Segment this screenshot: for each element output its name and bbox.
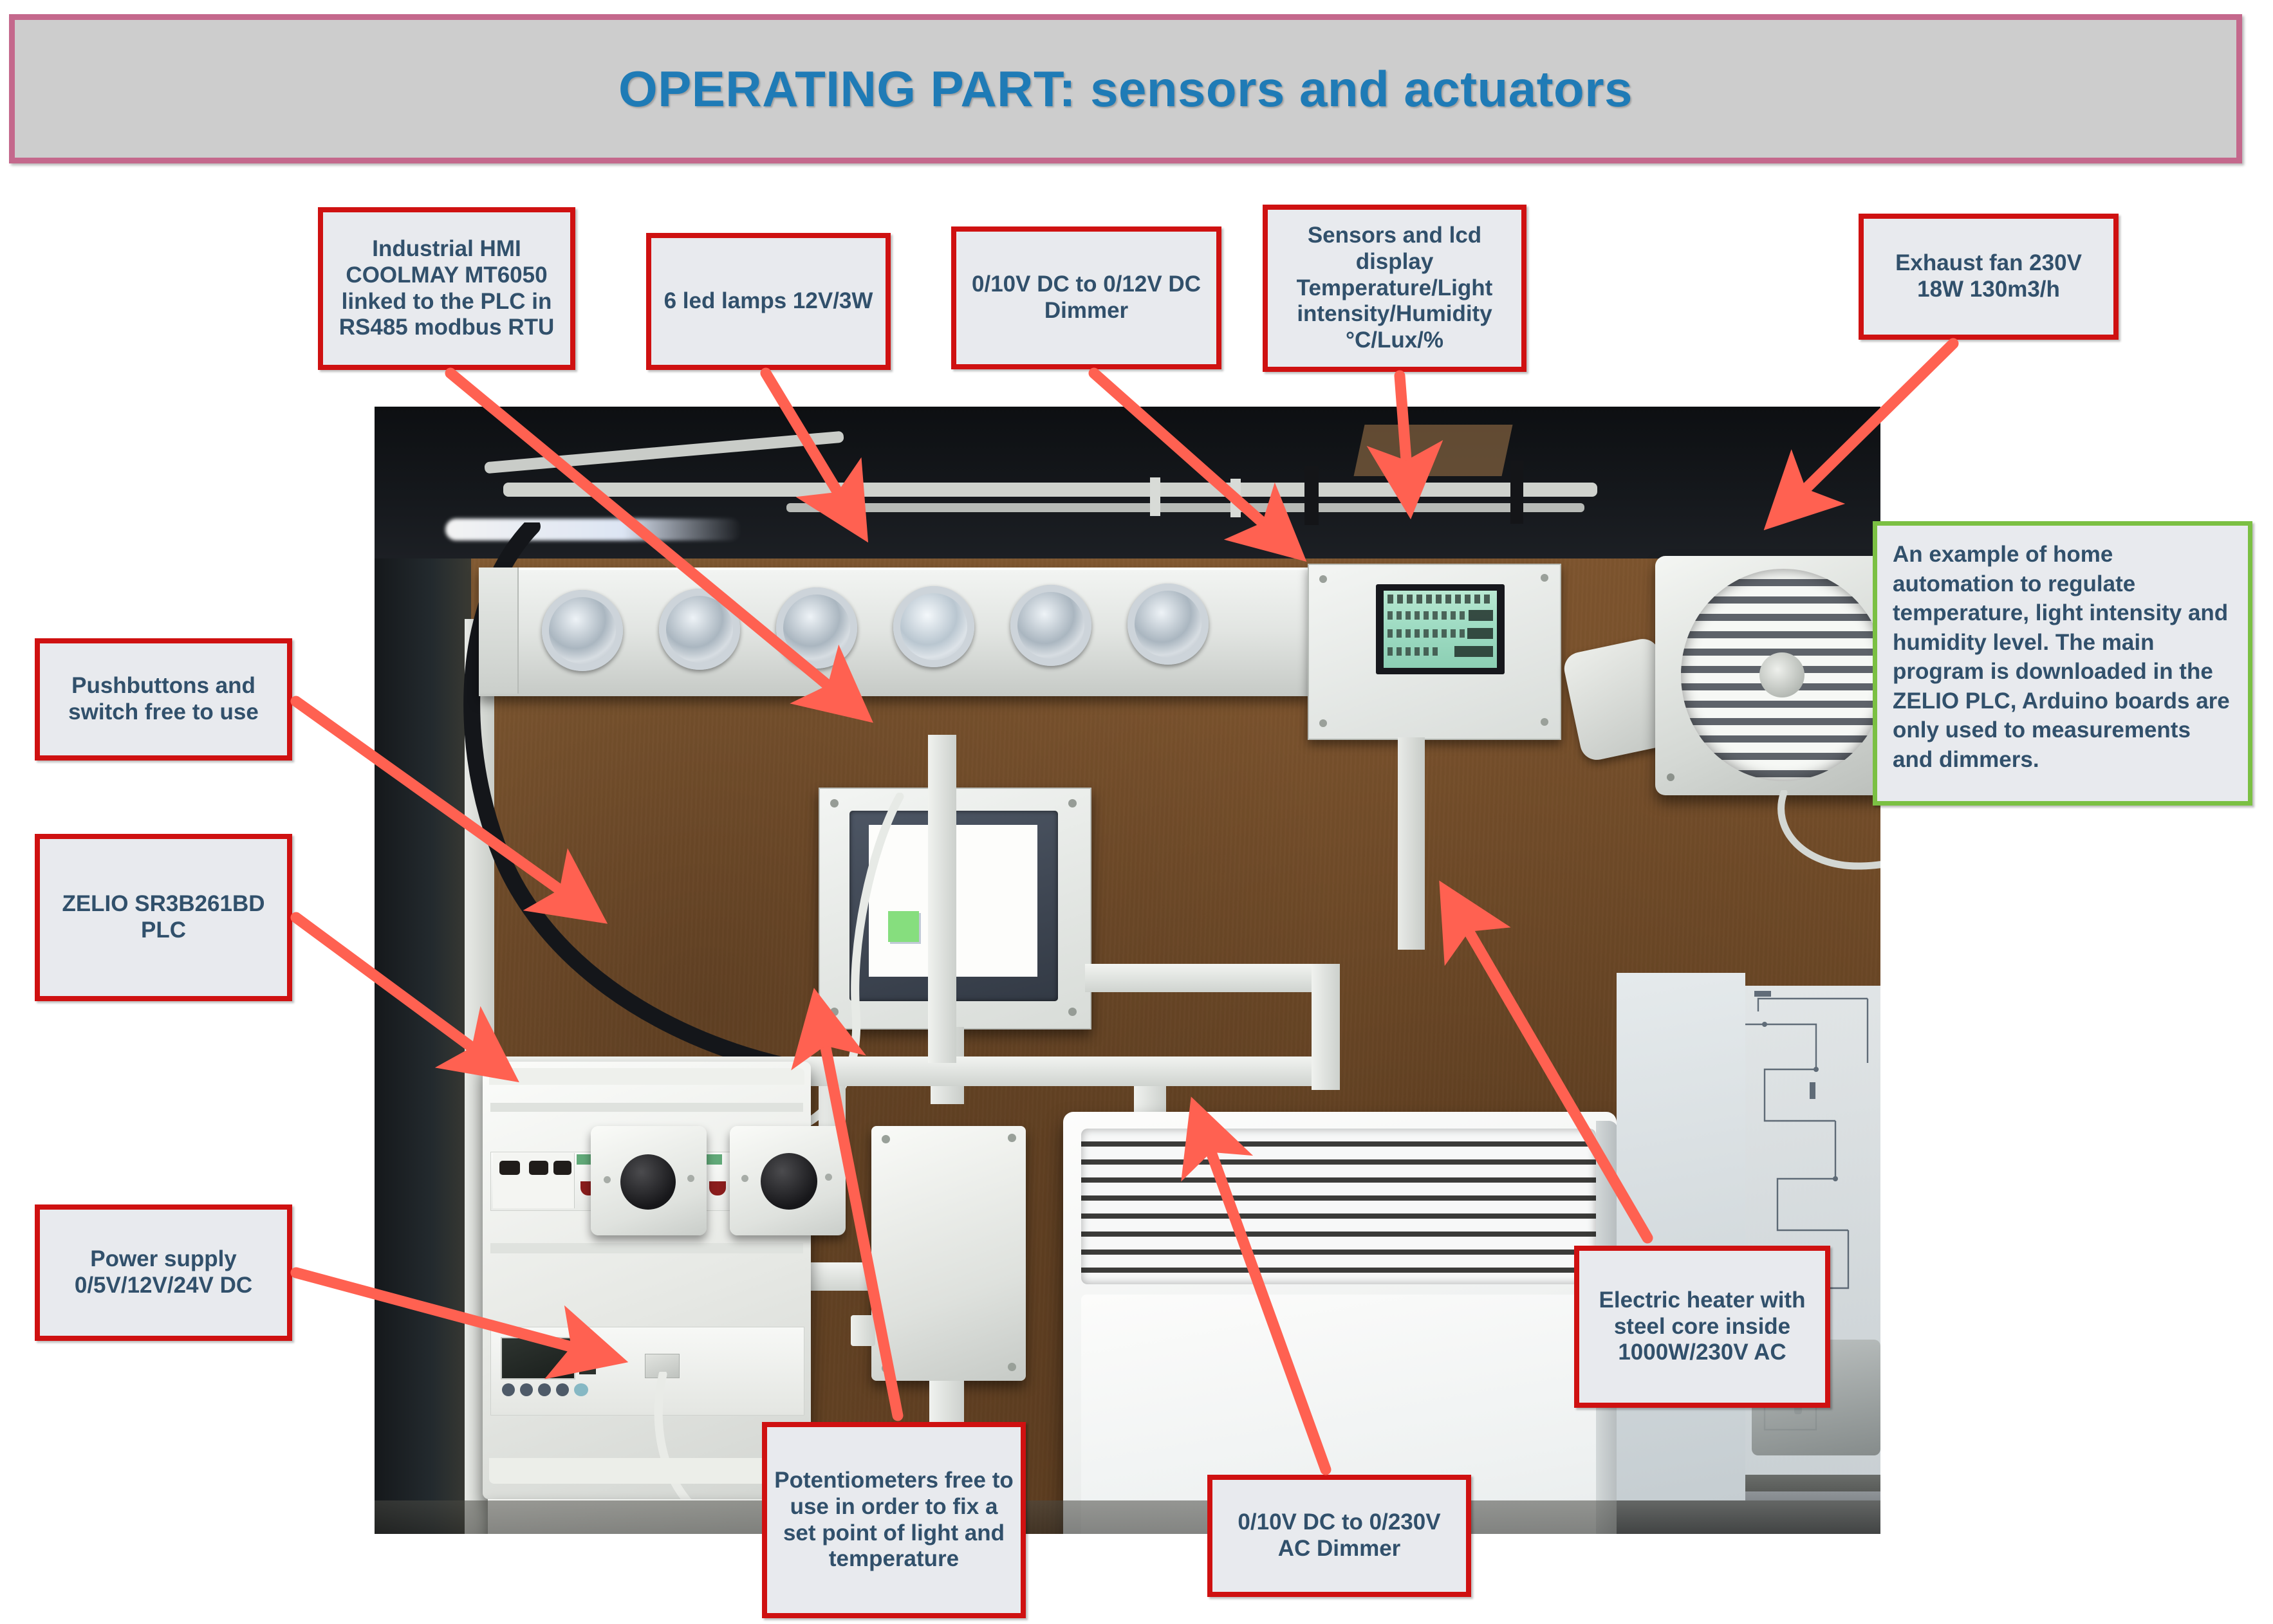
- sensor-box-screw-tr: [1541, 574, 1548, 582]
- page-title: OPERATING PART: sensors and actuators: [618, 60, 1633, 117]
- breaker-toggle-c[interactable]: [553, 1161, 571, 1175]
- zelio-plc-button-1[interactable]: [502, 1383, 515, 1396]
- callout-hmi-label: Industrial HMI COOLMAY MT6050 linked to …: [339, 235, 555, 340]
- zelio-plc-button-4[interactable]: [556, 1383, 569, 1396]
- callout-ac-dimmer[interactable]: 0/10V DC to 0/230V AC Dimmer: [1207, 1475, 1471, 1597]
- callout-power-supply[interactable]: Power supply 0/5V/12V/24V DC: [35, 1204, 292, 1341]
- photo-ceiling-pipe-b: [503, 483, 1597, 497]
- conduit-drop-pot2: [819, 1086, 846, 1126]
- photo-ceiling-bracket-b: [1230, 479, 1241, 517]
- sensor-box-screw-br: [1541, 718, 1548, 726]
- conduit-horizontal-upper: [1085, 964, 1337, 992]
- callout-electric-heater-label: Electric heater with steel core inside 1…: [1599, 1287, 1806, 1365]
- photo-ceiling-vent: [1353, 425, 1513, 476]
- zelio-plc-button-2[interactable]: [520, 1383, 533, 1396]
- cabinet-bottom-lip: [489, 1458, 804, 1484]
- callout-sensors-lcd[interactable]: Sensors and lcd display Temperature/Ligh…: [1263, 205, 1526, 372]
- lcd-display-value-4: [1454, 646, 1493, 657]
- potentiometer-screw-2b: [825, 1174, 832, 1181]
- callout-power-supply-label: Power supply 0/5V/12V/24V DC: [74, 1246, 253, 1298]
- ac-dimmer-side-gland: [851, 1315, 875, 1346]
- zelio-plc-side-window: [579, 1338, 596, 1374]
- lcd-display-value-3: [1467, 628, 1493, 639]
- breaker-toggle-a[interactable]: [499, 1161, 520, 1175]
- photo-ceiling-bracket-a: [1150, 477, 1160, 516]
- callout-ac-dimmer-label: 0/10V DC to 0/230V AC Dimmer: [1238, 1509, 1441, 1561]
- callout-zelio-plc-label: ZELIO SR3B261BD PLC: [62, 891, 265, 943]
- led-lamp-2: [659, 589, 740, 670]
- lcd-display-value-2: [1469, 610, 1493, 621]
- zelio-plc-button-3[interactable]: [538, 1383, 551, 1396]
- lcd-display-line-4: [1387, 647, 1439, 656]
- photo-floor-strip: [375, 1500, 1880, 1534]
- led-lamp-3: [776, 587, 857, 669]
- photo-ceiling-pipe-c: [786, 503, 1584, 512]
- breaker-led-6: [709, 1181, 726, 1195]
- callout-potentiometers[interactable]: Potentiometers free to use in order to f…: [762, 1422, 1026, 1618]
- slide-title-banner: OPERATING PART: sensors and actuators: [9, 14, 2242, 163]
- note-home-automation-text: An example of home automation to regulat…: [1893, 542, 2230, 772]
- sensor-box-mast: [1398, 737, 1425, 950]
- callout-dc-dimmer[interactable]: 0/10V DC to 0/12V DC Dimmer: [951, 226, 1221, 369]
- callout-pushbuttons-label: Pushbuttons and switch free to use: [68, 673, 259, 724]
- lcd-display-line-3: [1387, 629, 1467, 638]
- lcd-display-line-1: [1387, 595, 1493, 604]
- callout-exhaust-fan-label: Exhaust fan 230V 18W 130m3/h: [1895, 250, 2082, 302]
- cabinet-top-lip: [489, 1068, 804, 1085]
- potentiometer-screw-2a: [741, 1175, 748, 1182]
- sensor-box-screw-bl: [1319, 719, 1327, 727]
- ac-dimmer-screw-br: [1008, 1363, 1016, 1371]
- led-lamp-1: [542, 590, 623, 671]
- breaker-toggle-b[interactable]: [529, 1161, 548, 1175]
- hmi-panel-screw-br: [1068, 1008, 1077, 1016]
- potentiometer-knob-2[interactable]: [761, 1153, 817, 1210]
- cabinet-mid-slot: [490, 1243, 803, 1253]
- led-lamp-rail-endcap: [479, 567, 519, 694]
- note-home-automation[interactable]: An example of home automation to regulat…: [1873, 521, 2252, 806]
- callout-pushbuttons[interactable]: Pushbuttons and switch free to use: [35, 638, 292, 761]
- callout-exhaust-fan[interactable]: Exhaust fan 230V 18W 130m3/h: [1859, 214, 2119, 340]
- potentiometer-knob-1[interactable]: [620, 1154, 676, 1210]
- potentiometer-screw-1b: [687, 1175, 694, 1182]
- lcd-display-line-2: [1387, 611, 1465, 620]
- hmi-panel-screw-tl: [830, 799, 839, 807]
- ac-dimmer-screw-bl: [882, 1364, 890, 1372]
- callout-electric-heater[interactable]: Electric heater with steel core inside 1…: [1574, 1246, 1830, 1408]
- hmi-screen-green-indicator[interactable]: [888, 911, 919, 942]
- exhaust-fan-screw-bl: [1667, 773, 1675, 781]
- ac-dimmer-junction-box: [871, 1126, 1026, 1381]
- hmi-panel-screw-tr: [1068, 799, 1077, 807]
- electric-heater-grille: [1081, 1129, 1596, 1284]
- conduit-vertical-center: [928, 735, 956, 1063]
- background-right-wall: [1617, 973, 1745, 1500]
- cabinet-row-top-slot: [490, 1103, 803, 1112]
- led-lamp-6: [1127, 584, 1209, 665]
- exhaust-fan-hub: [1759, 652, 1804, 697]
- exhaust-fan-cable: [1777, 790, 1880, 870]
- sensor-box-screw-tl: [1319, 575, 1327, 583]
- ac-dimmer-screw-tr: [1008, 1134, 1016, 1142]
- conduit-vertical-a: [1312, 964, 1340, 1090]
- callout-led-lamps-label: 6 led lamps 12V/3W: [663, 288, 873, 314]
- callout-sensors-lcd-label: Sensors and lcd display Temperature/Ligh…: [1296, 222, 1493, 353]
- led-lamp-5: [1010, 585, 1091, 666]
- zelio-plc-display: [501, 1337, 575, 1379]
- callout-hmi[interactable]: Industrial HMI COOLMAY MT6050 linked to …: [318, 207, 575, 370]
- potentiometer-screw-1a: [604, 1176, 611, 1183]
- ac-dimmer-screw-tl: [882, 1135, 890, 1143]
- photo-ceiling-darkbar-a: [1304, 466, 1319, 525]
- callout-dc-dimmer-label: 0/10V DC to 0/12V DC Dimmer: [972, 272, 1201, 323]
- callout-led-lamps[interactable]: 6 led lamps 12V/3W: [646, 233, 891, 370]
- callout-zelio-plc[interactable]: ZELIO SR3B261BD PLC: [35, 834, 292, 1001]
- callout-potentiometers-label: Potentiometers free to use in order to f…: [774, 1467, 1014, 1572]
- led-lamp-4: [893, 586, 974, 667]
- photo-ceiling-darkbar-b: [1510, 461, 1523, 524]
- zelio-plc-button-5[interactable]: [574, 1383, 588, 1396]
